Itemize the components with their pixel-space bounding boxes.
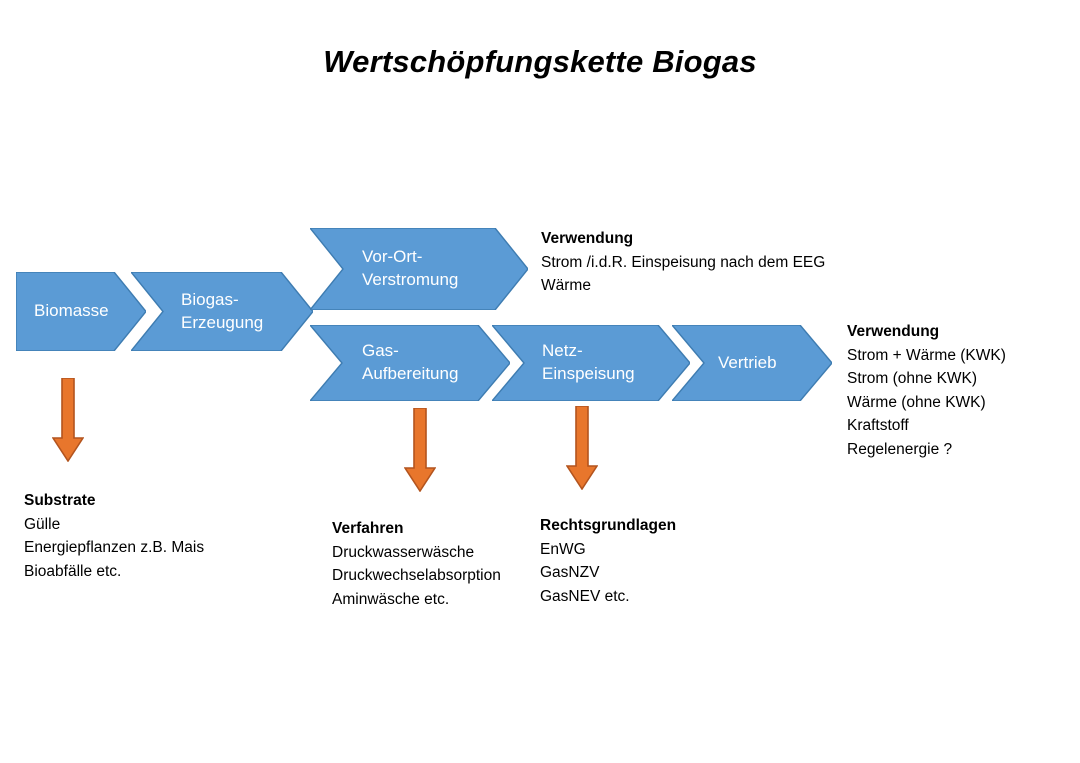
chevron-shape [16, 272, 146, 351]
arrow-gasaufbereitung-to-verfahren [404, 408, 436, 492]
note-heading: Verwendung [847, 323, 940, 340]
note-line: Druckwechselabsorption [332, 567, 501, 584]
chevron-biogas-erzeugung[interactable]: Biogas- Erzeugung [131, 272, 313, 351]
chevron-vertrieb-label: Vertrieb [718, 352, 777, 372]
note-line: Regelenergie ? [847, 440, 953, 458]
note-line: Strom /i.d.R. Einspeisung nach dem EEG [541, 253, 826, 271]
note-rechtsgrundlagen: Rechtsgrundlagen EnWG GasNZV GasNEV etc. [540, 514, 676, 608]
note-line: Wärme [541, 277, 591, 294]
note-line: Druckwasserwäsche [332, 543, 475, 561]
note-line: Gülle [24, 515, 61, 533]
note-line: GasNZV [540, 564, 600, 581]
note-verwendung-right: Verwendung Strom + Wärme (KWK) Strom (oh… [847, 320, 1006, 461]
note-verwendung-top: Verwendung Strom /i.d.R. Einspeisung nac… [541, 227, 825, 298]
note-line: Aminwäsche etc. [332, 590, 450, 608]
chevron-netz-einspeisung-label: Netz- Einspeisung [542, 341, 635, 383]
down-arrow-icon [404, 408, 436, 492]
chevron-biomasse[interactable]: Biomasse [16, 272, 146, 351]
down-arrow-icon [52, 378, 84, 462]
chevron-vor-ort-verstromung[interactable]: Vor-Ort- Verstromung [310, 228, 528, 310]
note-verfahren: Verfahren Druckwasserwäsche Druckwechsel… [332, 517, 501, 611]
chevron-shape [672, 325, 832, 401]
chevron-shape [492, 325, 690, 401]
arrow-netzeinspeisung-to-rechtsgrundlagen [566, 406, 598, 490]
arrow-biomasse-to-substrate [52, 378, 84, 462]
note-heading: Verwendung [541, 230, 634, 247]
note-substrate: Substrate Gülle Energiepflanzen z.B. Mai… [24, 489, 204, 583]
note-heading: Rechtsgrundlagen [540, 517, 677, 534]
note-heading: Verfahren [332, 520, 404, 537]
down-arrow-icon [566, 406, 598, 490]
note-line: EnWG [540, 540, 586, 558]
note-line: Strom (ohne KWK) [847, 370, 978, 387]
chevron-gas-aufbereitung-label: Gas- Aufbereitung [362, 341, 459, 383]
chevron-vor-ort-verstromung-label: Vor-Ort- Verstromung [362, 247, 459, 289]
note-line: Kraftstoff [847, 417, 909, 434]
note-line: Energiepflanzen z.B. Mais [24, 539, 205, 556]
note-heading: Substrate [24, 492, 96, 509]
note-line: Strom + Wärme (KWK) [847, 346, 1006, 364]
chevron-gas-aufbereitung[interactable]: Gas- Aufbereitung [310, 325, 510, 401]
chevron-vertrieb[interactable]: Vertrieb [672, 325, 832, 401]
page-title: Wertschöpfungskette Biogas [323, 44, 757, 79]
chevron-shape [310, 228, 528, 310]
chevron-netz-einspeisung[interactable]: Netz- Einspeisung [492, 325, 690, 401]
chevron-shape [131, 272, 313, 351]
chevron-shape [310, 325, 510, 401]
note-line: Wärme (ohne KWK) [847, 393, 986, 411]
chevron-biogas-erzeugung-label: Biogas- Erzeugung [181, 289, 264, 332]
note-line: Bioabfälle etc. [24, 562, 122, 580]
note-line: GasNEV etc. [540, 587, 630, 605]
chevron-biomasse-label: Biomasse [34, 301, 109, 321]
